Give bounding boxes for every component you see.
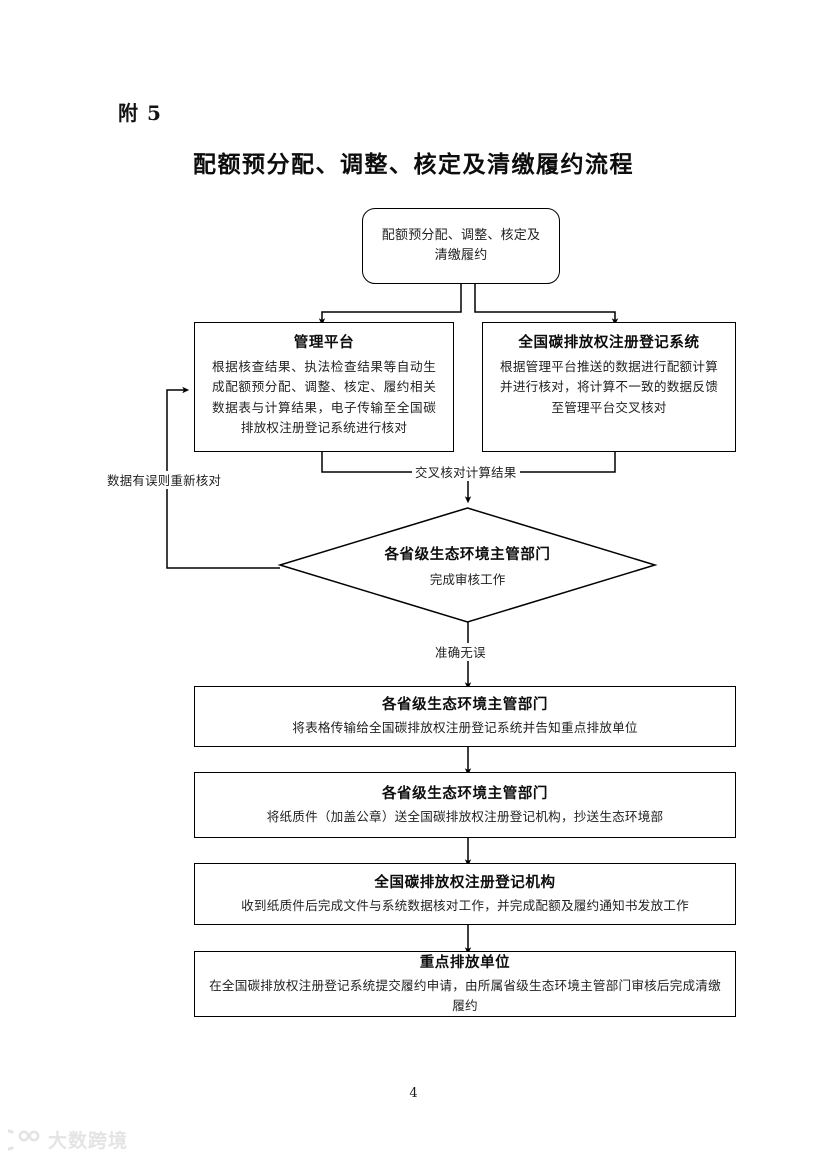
page-number: 4 <box>409 1086 418 1101</box>
flow-node-provincial-transfer: 各省级生态环境主管部门 将表格传输给全国碳排放权注册登记系统并告知重点排放单位 <box>194 686 736 747</box>
flow-node-key-emitter-body: 在全国碳排放权注册登记系统提交履约申请，由所属省级生态环境主管部门审核后完成清缴… <box>209 977 721 1014</box>
flow-node-management-platform: 管理平台 根据核查结果、执法检查结果等自动生成配额预分配、调整、核定、履约相关数… <box>194 322 454 452</box>
flow-node-registry-agency-body: 收到纸质件后完成文件与系统数据核对工作，并完成配额及履约通知书发放工作 <box>241 897 689 913</box>
attachment-label: 附 5 <box>118 101 162 125</box>
flow-node-start-line2: 清缴履约 <box>434 248 488 263</box>
flow-node-start-line1: 配额预分配、调整、核定及 <box>381 227 541 243</box>
flow-node-registry-agency: 全国碳排放权注册登记机构 收到纸质件后完成文件与系统数据核对工作，并完成配额及履… <box>194 863 736 925</box>
flow-node-provincial-transfer-body: 将表格传输给全国碳排放权注册登记系统并告知重点排放单位 <box>292 720 638 736</box>
edge-label-accurate: 准确无误 <box>432 643 489 661</box>
flow-node-key-emitter: 重点排放单位 在全国碳排放权注册登记系统提交履约申请，由所属省级生态环境主管部门… <box>194 951 736 1017</box>
flow-node-registry-system-title: 全国碳排放权注册登记系统 <box>518 334 700 351</box>
flow-node-key-emitter-title: 重点排放单位 <box>419 953 511 971</box>
edge-label-cross-check: 交叉核对计算结果 <box>412 463 520 481</box>
flow-node-start: 配额预分配、调整、核定及 清缴履约 <box>362 208 560 284</box>
flow-node-registry-system: 全国碳排放权注册登记系统 根据管理平台推送的数据进行配额计算并进行核对，将计算不… <box>482 322 736 452</box>
flow-node-provincial-paper: 各省级生态环境主管部门 将纸质件（加盖公章）送全国碳排放权注册登记机构，抄送生态… <box>194 772 736 838</box>
flow-node-registry-system-body: 根据管理平台推送的数据进行配额计算并进行核对，将计算不一致的数据反馈至管理平台交… <box>500 359 718 415</box>
watermark: 大数跨境 <box>8 1126 128 1153</box>
page-title: 配额预分配、调整、核定及清缴履约流程 <box>193 151 634 178</box>
edge-start-to-registry <box>474 284 619 326</box>
flow-node-start-body: 配额预分配、调整、核定及 清缴履约 <box>364 226 558 266</box>
edge-label-error-feedback: 数据有误则重新核对 <box>104 471 225 489</box>
dashu-kuajing-logo-icon <box>8 1128 40 1151</box>
watermark-text: 大数跨境 <box>48 1130 129 1152</box>
flow-node-provincial-transfer-title: 各省级生态环境主管部门 <box>381 696 549 714</box>
edge-start-to-platform <box>318 284 462 326</box>
flow-node-provincial-paper-title: 各省级生态环境主管部门 <box>381 784 549 802</box>
flow-node-provincial-review-shape <box>277 507 658 623</box>
flow-node-management-platform-body: 根据核查结果、执法检查结果等自动生成配额预分配、调整、核定、履约相关数据表与计算… <box>212 359 436 436</box>
flow-node-management-platform-title: 管理平台 <box>293 334 355 351</box>
flow-node-provincial-paper-body: 将纸质件（加盖公章）送全国碳排放权注册登记机构，抄送生态环境部 <box>266 808 664 824</box>
flow-node-registry-agency-title: 全国碳排放权注册登记机构 <box>374 873 556 891</box>
